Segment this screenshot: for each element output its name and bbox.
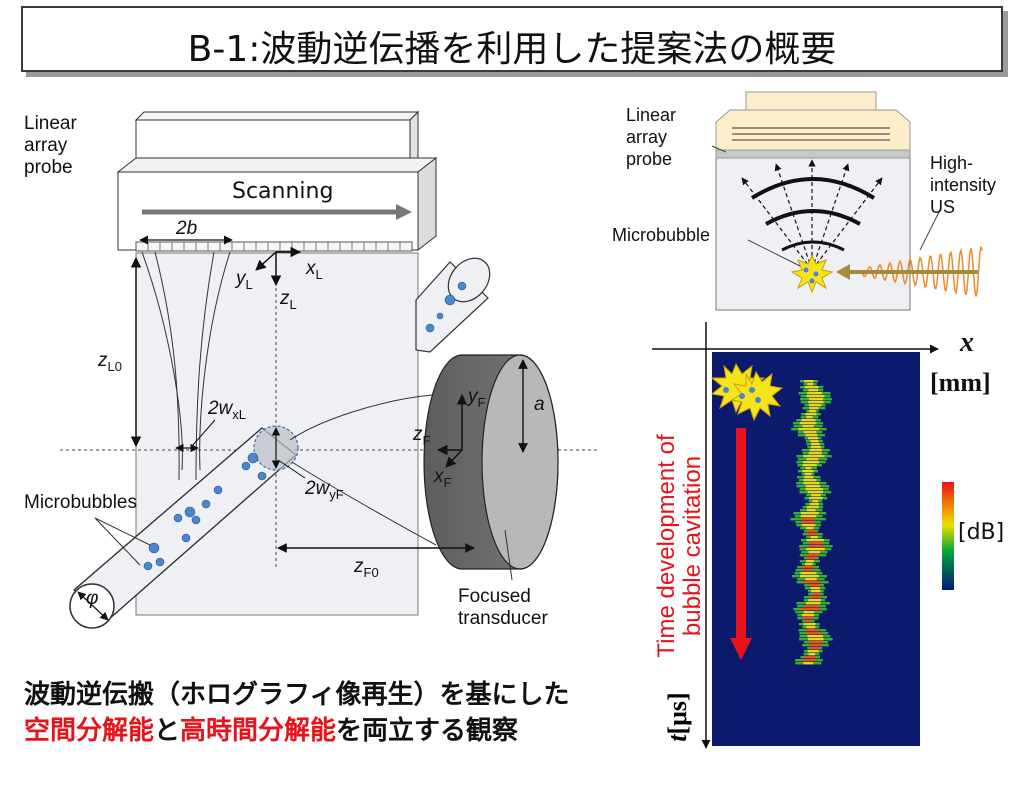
beam-width-x-label: 2wxL	[208, 398, 247, 422]
microbubbles-label: Microbubbles	[24, 492, 137, 513]
caption-ending: を両立する観察	[336, 716, 519, 746]
axis-yL-label: yL	[236, 268, 253, 292]
microbubble	[155, 557, 165, 567]
microbubble	[213, 485, 223, 495]
microbubble	[436, 312, 444, 320]
x-unit-label: [mm]	[930, 368, 991, 397]
microbubble	[143, 561, 153, 571]
microbubble	[241, 461, 251, 471]
page-title: B-1:波動逆伝播を利用した提案法の概要	[187, 29, 837, 70]
axis-xL-label: xL	[306, 258, 323, 282]
cavitation-burst-2	[730, 370, 784, 422]
tube-diameter-label: φ	[86, 588, 99, 609]
microbubble-label: Microbubble	[612, 225, 711, 245]
microbubble	[201, 499, 211, 509]
axis-yF-label: yF	[468, 386, 486, 410]
probe-elements	[135, 241, 413, 252]
focused-transducer	[423, 354, 559, 570]
caption-line-1: 波動逆伝搬（ホログラフィ像再生）を基にした	[24, 680, 570, 710]
high-intensity-us-label: High- intensity US	[930, 153, 997, 217]
microbubble	[247, 452, 259, 464]
axis-zL-label: zL	[280, 288, 297, 312]
depth-label: zL0	[98, 350, 122, 374]
cavitation-image-panel	[652, 322, 954, 749]
aperture-label: 2b	[176, 218, 198, 239]
right-probe-label: Linear array probe	[626, 105, 677, 169]
microbubble-burst	[790, 254, 834, 294]
microbubble	[173, 513, 183, 523]
microbubble	[181, 533, 191, 543]
axis-zF-label: zF	[413, 424, 431, 448]
right-diagram	[711, 91, 983, 311]
transducer-label: Focused transducer	[458, 586, 548, 629]
caption-temporal-resolution: 高時間分解能	[180, 716, 337, 746]
focal-distance-label: zF0	[354, 556, 379, 580]
radius-label: a	[534, 394, 545, 415]
colorbar	[942, 482, 954, 590]
vessel-tube	[69, 427, 297, 629]
colorbar-unit: [dB]	[958, 520, 1005, 545]
scanning-label: Scanning	[232, 179, 334, 204]
probe-label: Linear array probe	[24, 113, 77, 178]
caption-connector: と	[154, 716, 181, 746]
caption-spatial-resolution: 空間分解能	[24, 716, 155, 746]
axis-xF-label: xF	[434, 466, 452, 490]
microbubble	[444, 294, 456, 306]
microbubble	[257, 471, 267, 481]
beam-width-y-label: 2wyF	[305, 478, 344, 502]
t-axis-label: t[μs]	[663, 692, 692, 742]
caption-line-2: 空間分解能と高時間分解能を両立する観察	[24, 710, 518, 747]
x-axis-label: x	[960, 327, 974, 358]
microbubble	[425, 323, 435, 333]
title-box: B-1:波動逆伝播を利用した提案法の概要	[21, 6, 1003, 72]
time-arrow	[736, 428, 746, 640]
microbubble	[148, 542, 160, 554]
microbubble	[191, 515, 201, 525]
microbubble	[457, 281, 467, 291]
left-diagram	[60, 110, 600, 629]
microbubble	[184, 506, 196, 518]
